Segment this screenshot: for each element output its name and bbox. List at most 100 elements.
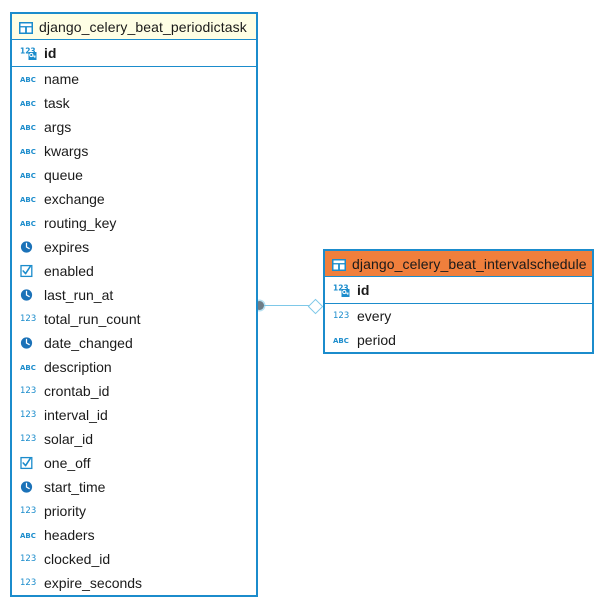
primary-key-number-icon: 123	[333, 282, 351, 298]
number-123-icon: 123	[20, 431, 38, 447]
column-name: date_changed	[44, 335, 133, 351]
datetime-clock-icon	[20, 287, 38, 303]
column-row-period[interactable]: ABC period	[325, 328, 592, 352]
svg-text:123: 123	[20, 314, 36, 324]
datetime-clock-icon	[20, 479, 38, 495]
column-row-routing_key[interactable]: ABC routing_key	[12, 211, 256, 235]
column-row-queue[interactable]: ABC queue	[12, 163, 256, 187]
entity-table-django_celery_beat_intervalschedule[interactable]: django_celery_beat_intervalschedule 123 …	[323, 249, 594, 354]
column-name: every	[357, 308, 392, 324]
text-abc-icon: ABC	[20, 119, 38, 135]
svg-text:123: 123	[20, 506, 36, 516]
text-abc-icon: ABC	[20, 71, 38, 87]
text-abc-icon: ABC	[20, 527, 38, 543]
text-abc-icon: ABC	[20, 143, 38, 159]
column-name: kwargs	[44, 143, 89, 159]
table-icon	[332, 258, 346, 271]
text-abc-icon: ABC	[20, 95, 38, 111]
number-123-icon: 123	[333, 308, 351, 324]
column-row-name[interactable]: ABC name	[12, 67, 256, 91]
relationship-line[interactable]	[261, 305, 313, 306]
column-name: expire_seconds	[44, 575, 143, 591]
column-row-date_changed[interactable]: date_changed	[12, 331, 256, 355]
column-row-interval_id[interactable]: 123 interval_id	[12, 403, 256, 427]
primary-key-number-icon: 123	[20, 45, 38, 61]
text-abc-icon: ABC	[333, 332, 351, 348]
text-abc-icon: ABC	[20, 167, 38, 183]
entity-header[interactable]: django_celery_beat_intervalschedule	[325, 251, 592, 277]
column-row-task[interactable]: ABC task	[12, 91, 256, 115]
svg-text:ABC: ABC	[20, 148, 36, 156]
column-row-exchange[interactable]: ABC exchange	[12, 187, 256, 211]
number-123-icon: 123	[20, 383, 38, 399]
column-name: one_off	[44, 455, 91, 471]
column-name: last_run_at	[44, 287, 114, 303]
svg-text:ABC: ABC	[20, 76, 36, 84]
column-row-start_time[interactable]: start_time	[12, 475, 256, 499]
number-123-icon: 123	[20, 551, 38, 567]
column-row-clocked_id[interactable]: 123 clocked_id	[12, 547, 256, 571]
column-row-args[interactable]: ABC args	[12, 115, 256, 139]
column-name: name	[44, 71, 80, 87]
svg-text:ABC: ABC	[20, 124, 36, 132]
datetime-clock-icon	[20, 335, 38, 351]
column-row-one_off[interactable]: one_off	[12, 451, 256, 475]
column-row-id[interactable]: 123 id	[325, 277, 592, 303]
column-name: enabled	[44, 263, 94, 279]
text-abc-icon: ABC	[20, 359, 38, 375]
column-name: start_time	[44, 479, 106, 495]
column-name: total_run_count	[44, 311, 141, 327]
column-name: headers	[44, 527, 95, 543]
entity-header[interactable]: django_celery_beat_periodictask	[12, 14, 256, 40]
column-row-description[interactable]: ABC description	[12, 355, 256, 379]
svg-text:123: 123	[20, 386, 36, 396]
svg-text:ABC: ABC	[20, 100, 36, 108]
column-name: exchange	[44, 191, 105, 207]
svg-text:123: 123	[333, 284, 349, 293]
datetime-clock-icon	[20, 239, 38, 255]
primary-key-section: 123 id	[12, 40, 256, 67]
column-row-headers[interactable]: ABC headers	[12, 523, 256, 547]
column-row-kwargs[interactable]: ABC kwargs	[12, 139, 256, 163]
relationship-endpoint-diamond	[307, 298, 324, 315]
svg-text:ABC: ABC	[20, 172, 36, 180]
column-row-expire_seconds[interactable]: 123 expire_seconds	[12, 571, 256, 595]
svg-text:ABC: ABC	[20, 532, 36, 540]
column-row-solar_id[interactable]: 123 solar_id	[12, 427, 256, 451]
column-name: routing_key	[44, 215, 117, 231]
text-abc-icon: ABC	[20, 215, 38, 231]
entity-table-django_celery_beat_periodictask[interactable]: django_celery_beat_periodictask 123 id A…	[10, 12, 258, 597]
boolean-checkbox-icon	[20, 455, 38, 471]
column-row-every[interactable]: 123 every	[325, 304, 592, 328]
column-row-expires[interactable]: expires	[12, 235, 256, 259]
column-name: interval_id	[44, 407, 108, 423]
column-row-last_run_at[interactable]: last_run_at	[12, 283, 256, 307]
column-name: period	[357, 332, 396, 348]
svg-text:123: 123	[20, 554, 36, 564]
svg-text:ABC: ABC	[20, 364, 36, 372]
column-row-priority[interactable]: 123 priority	[12, 499, 256, 523]
text-abc-icon: ABC	[20, 191, 38, 207]
column-name: crontab_id	[44, 383, 110, 399]
svg-text:123: 123	[20, 434, 36, 444]
column-row-id[interactable]: 123 id	[12, 40, 256, 66]
column-row-crontab_id[interactable]: 123 crontab_id	[12, 379, 256, 403]
column-name: priority	[44, 503, 87, 519]
number-123-icon: 123	[20, 503, 38, 519]
number-123-icon: 123	[20, 407, 38, 423]
svg-text:ABC: ABC	[20, 220, 36, 228]
entity-title: django_celery_beat_periodictask	[39, 18, 247, 35]
column-name: description	[44, 359, 112, 375]
relationship-endpoint-circle	[255, 301, 264, 310]
column-row-enabled[interactable]: enabled	[12, 259, 256, 283]
column-name: solar_id	[44, 431, 94, 447]
column-name: task	[44, 95, 70, 111]
svg-text:123: 123	[20, 578, 36, 588]
svg-text:123: 123	[20, 410, 36, 420]
svg-text:123: 123	[20, 47, 36, 56]
column-row-total_run_count[interactable]: 123 total_run_count	[12, 307, 256, 331]
boolean-checkbox-icon	[20, 263, 38, 279]
number-123-icon: 123	[20, 311, 38, 327]
column-name: args	[44, 119, 72, 135]
column-list: ABC name ABC task ABC args ABC kwargs	[12, 67, 256, 595]
